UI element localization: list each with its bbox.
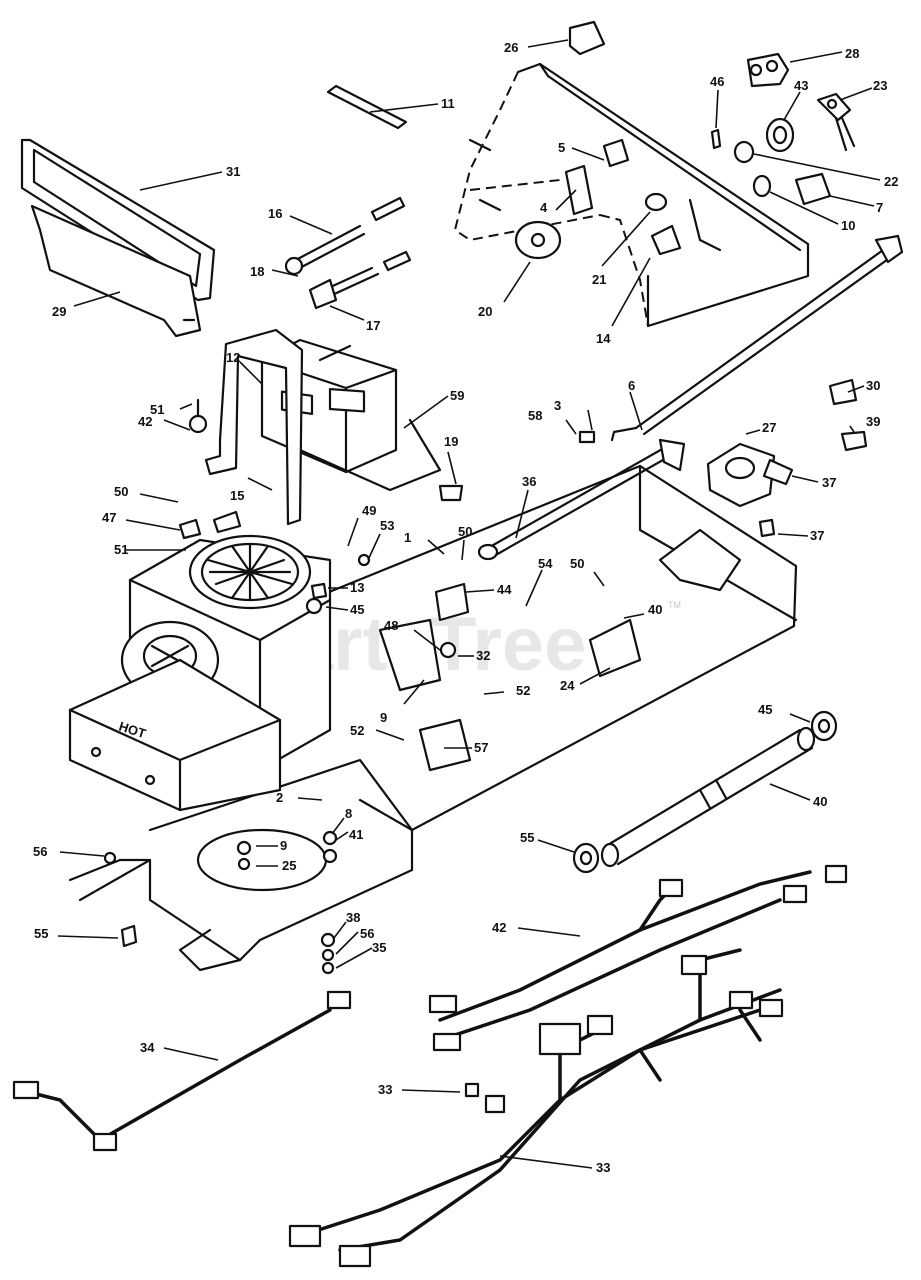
callout-label: 50 (114, 484, 128, 499)
wire-harness-35 (12, 990, 352, 1152)
callout-label: 51 (114, 542, 128, 557)
callout-label: 44 (497, 582, 512, 597)
battery-assembly (204, 328, 442, 526)
callout-label: 19 (444, 434, 458, 449)
watermark-trademark: TM (668, 600, 681, 610)
callout-label: 59 (450, 388, 464, 403)
callout-label: 54 (538, 556, 553, 571)
ignition-parts (514, 20, 856, 260)
callout-label: 40 (648, 602, 662, 617)
hardware (103, 318, 776, 975)
callout-label: 6 (628, 378, 635, 393)
drive-shaft (572, 710, 838, 874)
callout-label: 9 (380, 710, 387, 725)
callout-label: 58 (528, 408, 542, 423)
drag-link (477, 438, 686, 561)
callout-label: 34 (140, 1040, 155, 1055)
callout-label: 49 (362, 503, 376, 518)
wire-harness-25 (428, 864, 848, 1052)
frame (68, 464, 798, 972)
callout-label: 33 (596, 1160, 610, 1175)
callout-label: 55 (34, 926, 48, 941)
callout-label: 42 (138, 414, 152, 429)
callout-label: 52 (516, 683, 530, 698)
callout-label: 17 (366, 318, 380, 333)
callout-label: 5 (558, 140, 565, 155)
callout-label: 29 (52, 304, 66, 319)
callout-label: 18 (250, 264, 264, 279)
callout-label: 2 (276, 790, 283, 805)
callout-label: 3 (554, 398, 561, 413)
wire-harness-33 (288, 948, 784, 1268)
callout-label: 43 (794, 78, 808, 93)
callout-label: 42 (492, 920, 506, 935)
callout-label: 10 (841, 218, 855, 233)
dash-panel (453, 62, 810, 328)
callout-label: 39 (866, 414, 880, 429)
callout-label: 7 (876, 200, 883, 215)
rod-11 (326, 84, 408, 130)
callout-label: 38 (346, 910, 360, 925)
callout-label: 21 (592, 272, 606, 287)
callout-label: 27 (762, 420, 776, 435)
callout-label: 11 (441, 96, 455, 111)
callout-label: 40 (813, 794, 827, 809)
callout-label: 53 (380, 518, 394, 533)
callout-label: 35 (372, 940, 386, 955)
callout-label: 1 (404, 530, 411, 545)
callout-label: 26 (504, 40, 518, 55)
callout-label: 12 (226, 350, 240, 365)
callout-label: 56 (33, 844, 47, 859)
callout-label: 45 (758, 702, 772, 717)
callout-label: 13 (350, 580, 364, 595)
callout-label: 45 (350, 602, 364, 617)
callout-label: 56 (360, 926, 374, 941)
callout-label: 22 (884, 174, 898, 189)
callout-label: 52 (350, 723, 364, 738)
callout-label: 57 (474, 740, 488, 755)
callout-label: 25 (282, 858, 296, 873)
callout-label: 47 (102, 510, 116, 525)
callout-label: 30 (866, 378, 880, 393)
callout-label: 55 (520, 830, 534, 845)
callout-label: 16 (268, 206, 282, 221)
callout-label: 33 (378, 1082, 392, 1097)
callout-label: 48 (384, 618, 398, 633)
engine: HOT (68, 534, 332, 812)
callout-label: 50 (458, 524, 472, 539)
callout-label: 46 (710, 74, 724, 89)
callout-label: 32 (476, 648, 490, 663)
callout-label: 24 (560, 678, 575, 693)
callout-label: 8 (345, 806, 352, 821)
callout-label: 4 (540, 200, 548, 215)
callout-label: 15 (230, 488, 244, 503)
callouts: 26 28 46 43 23 11 5 22 31 7 4 10 16 21 1… (33, 39, 898, 1175)
callout-label: 28 (845, 46, 859, 61)
callout-label: 51 (150, 402, 164, 417)
right-small-parts (706, 378, 868, 508)
steering-shaft (610, 234, 904, 442)
callout-label: 37 (822, 475, 836, 490)
callout-label: 37 (810, 528, 824, 543)
callout-label: 23 (873, 78, 887, 93)
callout-label: 9 (280, 838, 287, 853)
seat-mat (20, 138, 216, 338)
callout-label: 50 (570, 556, 584, 571)
battery-cables (284, 196, 412, 310)
callout-label: 20 (478, 304, 492, 319)
callout-label: 31 (226, 164, 240, 179)
callout-label: 41 (349, 827, 363, 842)
callout-label: 14 (596, 331, 611, 346)
callout-label: 36 (522, 474, 536, 489)
